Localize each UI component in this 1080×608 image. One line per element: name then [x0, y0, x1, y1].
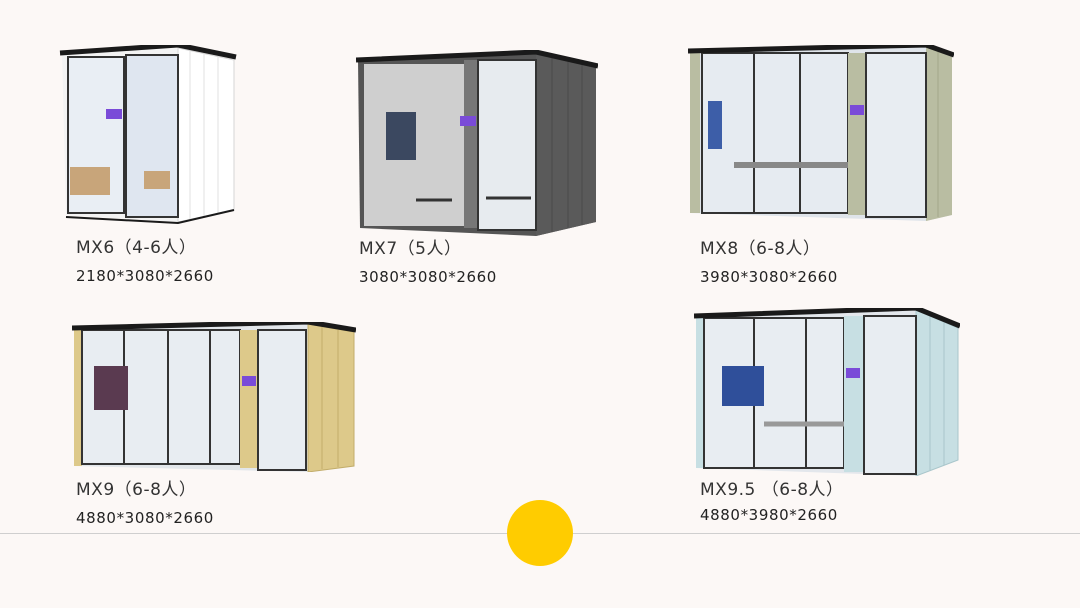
- product-model-mx9: MX9（6-8人）: [76, 480, 197, 500]
- pod-image-mx9-5: [694, 308, 960, 476]
- pod-image-mx9: [72, 322, 356, 472]
- product-dimensions-mx9: 4880*3080*2660: [76, 509, 214, 527]
- pod-image-mx8: [688, 45, 954, 221]
- product-dimensions-mx8: 3980*3080*2660: [700, 268, 838, 286]
- product-model-mx7: MX7（5人）: [359, 239, 462, 259]
- product-model-mx8: MX8（6-8人）: [700, 239, 821, 259]
- pod-image-mx7: [356, 50, 598, 236]
- product-dimensions-mx6: 2180*3080*2660: [76, 267, 214, 285]
- product-model-mx6: MX6（4-6人）: [76, 238, 197, 258]
- product-dimensions-mx7: 3080*3080*2660: [359, 268, 497, 286]
- product-dimensions-mx9-5: 4880*3980*2660: [700, 506, 838, 524]
- pod-image-mx6: [58, 45, 238, 225]
- product-model-mx9-5: MX9.5 （6-8人）: [700, 480, 844, 500]
- accent-circle: [507, 500, 573, 566]
